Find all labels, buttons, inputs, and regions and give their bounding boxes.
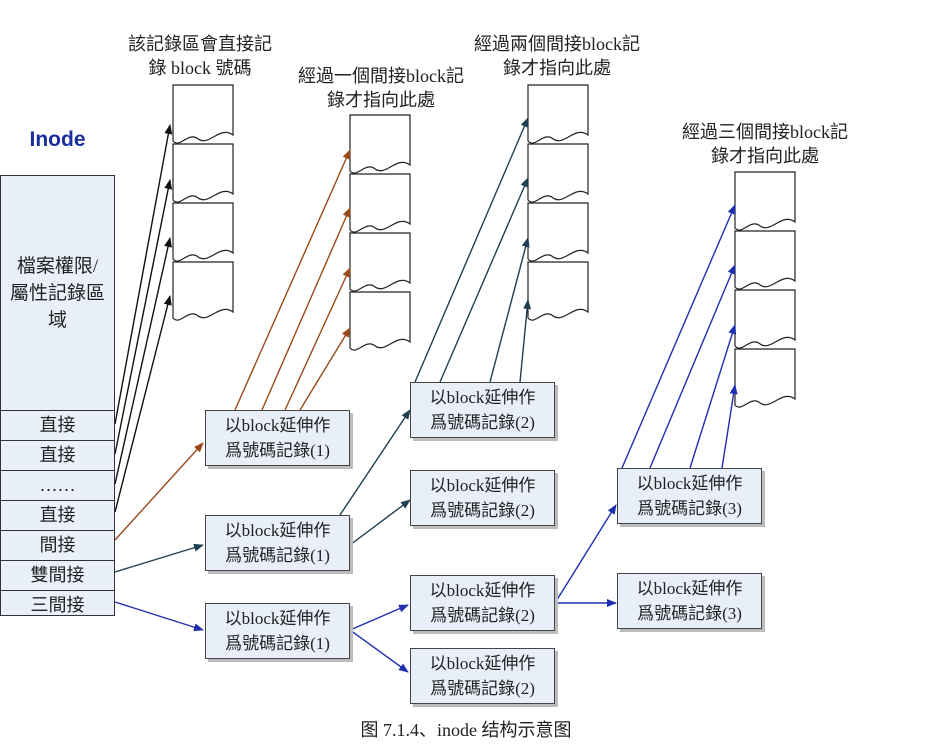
pointer-block-double-l1: 以block延伸作 爲號碼記錄(1): [205, 515, 350, 571]
direct-data-block-2: [172, 143, 234, 203]
label-indirect-blocks: 經過一個間接block記 錄才指向此處: [298, 66, 464, 110]
arrow-indirect-block-4: [299, 327, 351, 411]
inode-row-ellipsis: ……: [1, 470, 114, 500]
inode-attribute-label: 檔案權限/ 屬性記錄區 域: [9, 255, 105, 331]
inode-row-direct-3: 直接: [1, 500, 114, 530]
arrow-direct-3: [114, 237, 172, 485]
direct-data-block-4: [172, 261, 234, 321]
indirect-data-block-2: [349, 173, 411, 233]
double-data-block-4: [527, 261, 589, 321]
triple-data-block-4: [734, 348, 796, 408]
direct-data-block-1: [172, 84, 234, 144]
double-data-block-3: [527, 202, 589, 262]
arrow-triple-l2-to-l3a: [554, 504, 617, 604]
arrow-direct-2: [114, 179, 173, 455]
double-data-block-1: [527, 84, 589, 144]
inode-title: Inode: [29, 128, 86, 151]
triple-data-block-1: [734, 171, 796, 231]
arrow-triple-l1-to-l2a: [349, 604, 409, 631]
label-triple-indirect-blocks: 經過三個間接block記 錄才指向此處: [682, 122, 848, 166]
arrow-indirect-block-3: [284, 267, 351, 411]
arrow-indirect-block-2: [261, 207, 351, 411]
arrow-double-l1-to-l2b: [349, 499, 411, 546]
pointer-block-triple-l1: 以block延伸作 爲號碼記錄(1): [205, 603, 350, 659]
arrow-triple-block-1: [621, 204, 736, 469]
arrow-indirect-block-1: [234, 149, 351, 411]
pointer-block-triple-l2-a: 以block延伸作 爲號碼記錄(2): [410, 575, 555, 631]
arrow-double-to-l1: [114, 543, 204, 573]
label-direct-blocks: 該記錄區會直接記 錄 block 號碼: [128, 34, 272, 78]
triple-data-block-2: [734, 230, 796, 290]
inode-row-indirect: 間接: [1, 530, 114, 560]
inode-table: 檔案權限/ 屬性記錄區 域 直接 直接 …… 直接 間接 雙間接 三間接: [0, 175, 115, 616]
inode-attribute-area: 檔案權限/ 屬性記錄區 域: [1, 176, 114, 410]
figure-caption: 图 7.1.4、inode 结构示意图: [360, 720, 572, 740]
label-double-indirect-blocks: 經過兩個間接block記 錄才指向此處: [474, 34, 640, 78]
indirect-data-block-4: [349, 291, 411, 351]
arrow-double-block-4: [519, 299, 532, 383]
arrow-direct-1: [114, 124, 173, 425]
triple-data-block-3: [734, 289, 796, 349]
pointer-block-double-l2-b: 以block延伸作 爲號碼記錄(2): [410, 470, 555, 526]
inode-row-double-indirect: 雙間接: [1, 560, 114, 590]
arrow-triple-to-l1: [114, 601, 204, 632]
inode-row-triple-indirect: 三間接: [1, 590, 114, 620]
indirect-data-block-3: [349, 232, 411, 292]
arrow-triple-block-3: [689, 324, 737, 469]
arrow-triple-block-4: [721, 384, 738, 469]
pointer-block-indirect-l1: 以block延伸作 爲號碼記錄(1): [205, 410, 350, 466]
arrow-direct-4: [114, 295, 172, 513]
arrow-double-block-2: [439, 177, 529, 383]
double-data-block-2: [527, 143, 589, 203]
inode-row-direct-1: 直接: [1, 410, 114, 440]
arrow-double-block-3: [489, 237, 530, 383]
direct-data-block-3: [172, 202, 234, 262]
pointer-block-triple-l2-b: 以block延伸作 爲號碼記錄(2): [410, 648, 555, 704]
inode-row-direct-2: 直接: [1, 440, 114, 470]
arrow-indirect-to-l1: [114, 442, 204, 541]
indirect-data-block-1: [349, 114, 411, 174]
pointer-block-triple-l3-b: 以block延伸作 爲號碼記錄(3): [617, 573, 762, 629]
pointer-block-double-l2-a: 以block延伸作 爲號碼記錄(2): [410, 382, 555, 438]
arrow-double-l1-to-l2a: [339, 409, 411, 516]
pointer-block-triple-l3-a: 以block延伸作 爲號碼記錄(3): [617, 468, 762, 524]
arrow-triple-block-2: [649, 264, 736, 469]
arrow-triple-l1-to-l2b: [349, 629, 409, 673]
arrow-double-block-1: [414, 117, 529, 383]
